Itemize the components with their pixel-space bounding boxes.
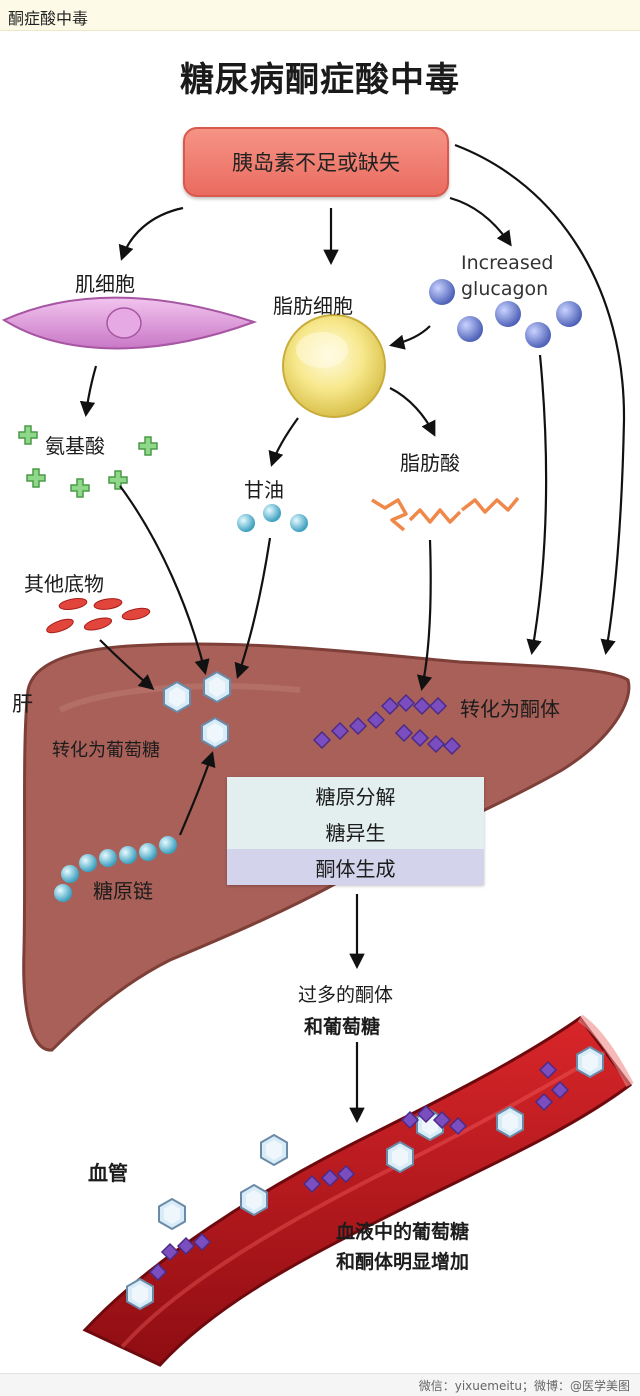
convert-glucose-label: 转化为葡萄糖	[52, 740, 160, 761]
glucagon-label: Increased glucagon	[461, 250, 553, 302]
blood-increase-line1: 血液中的葡萄糖	[336, 1221, 470, 1243]
liver-label: 肝	[12, 692, 33, 716]
header-title: 酮症酸中毒	[8, 9, 89, 28]
amino-acid-label: 氨基酸	[45, 434, 105, 458]
glucagon-label-line1: Increased	[461, 252, 554, 274]
fat-cell	[282, 314, 386, 418]
footer-credit: 微信：yixuemeitu；微博：@医学美图	[418, 1379, 630, 1393]
other-substrate-shapes	[44, 596, 152, 636]
fat-cell-label: 脂肪细胞	[273, 294, 353, 318]
muscle-cell-label: 肌细胞	[75, 272, 135, 296]
excess-label-line1: 过多的酮体	[298, 984, 394, 1006]
fatty-acid-label: 脂肪酸	[400, 451, 460, 475]
insulin-deficiency-box: 胰岛素不足或缺失	[183, 127, 449, 197]
glycerol-spheres	[237, 504, 308, 532]
glucagon-label-line2: glucagon	[461, 278, 549, 300]
footer-bar: 微信：yixuemeitu；微博：@医学美图	[0, 1373, 640, 1396]
glucagon-spheres	[429, 279, 582, 348]
header-bar: 酮症酸中毒	[0, 0, 640, 31]
diagram-title: 糖尿病酮症酸中毒	[180, 60, 460, 100]
blood-vessel-label: 血管	[88, 1161, 128, 1185]
liver-process-box: 糖原分解 糖异生 酮体生成	[227, 777, 484, 885]
excess-label-line2: 和葡萄糖	[304, 1016, 381, 1038]
convert-ketone-label: 转化为酮体	[460, 697, 560, 721]
other-substrates-label: 其他底物	[24, 572, 104, 596]
flow-arrows	[79, 143, 626, 1124]
blood-increase-line2: 和酮体明显增加	[336, 1251, 470, 1273]
glycogen-chain-beads	[54, 836, 177, 902]
process-ketogenesis: 酮体生成	[227, 849, 484, 885]
fatty-acid-shapes	[371, 496, 520, 532]
process-gluconeogenesis: 糖异生	[325, 820, 386, 845]
glycogen-chain-label: 糖原链	[93, 879, 153, 903]
glycerol-label: 甘油	[244, 478, 284, 502]
process-glycogenolysis: 糖原分解	[315, 784, 396, 809]
